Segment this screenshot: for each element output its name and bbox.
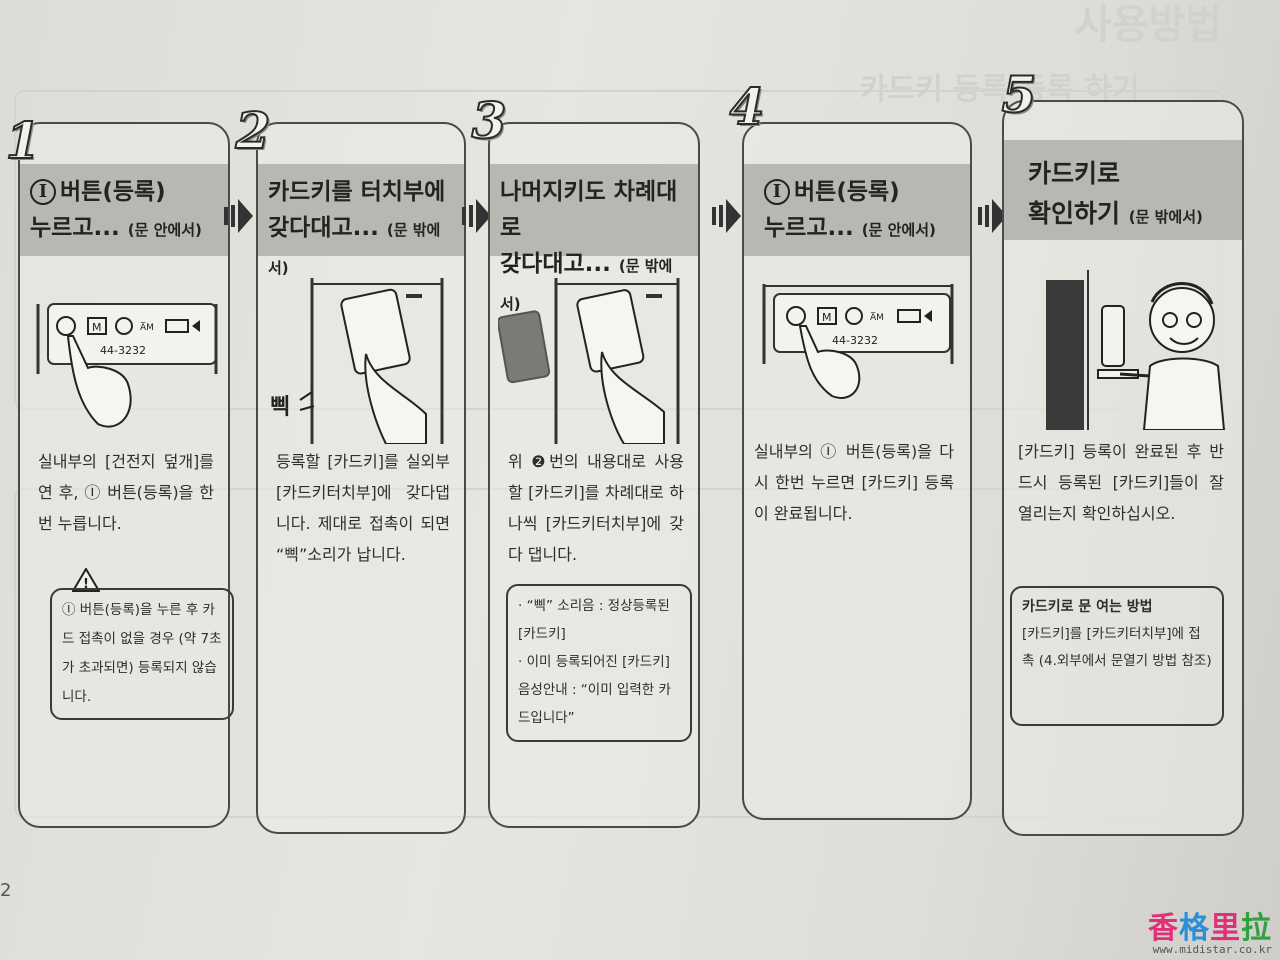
step-header-band bbox=[20, 164, 228, 256]
open-method-title: 카드키로 문 여는 방법 bbox=[1022, 599, 1153, 615]
step-title: 나머지키도 차례대로 갖다대고... (문 밖에서) bbox=[500, 179, 678, 313]
watermark-url: www.midistar.co.kr bbox=[1152, 943, 1272, 956]
svg-text:!: ! bbox=[83, 577, 89, 592]
card-touch-illustration: 삑 bbox=[270, 278, 444, 444]
step-header-band bbox=[1004, 140, 1242, 240]
step-arrow-icon bbox=[978, 199, 1007, 233]
page-edge-mark: 2 bbox=[0, 880, 12, 901]
step-arrow-icon bbox=[462, 199, 491, 233]
register-button-icon: I bbox=[30, 179, 56, 205]
step-description: 등록할 [카드키]를 실외부 [카드키터치부]에 갖다댑니다. 제대로 접촉이 … bbox=[276, 452, 450, 564]
step-number-3: 3 bbox=[471, 91, 508, 151]
watermark-logo: 香格里拉 bbox=[1148, 911, 1272, 946]
step-title: 카드키를 터치부에 갖다대고... (문 밖에서) bbox=[268, 179, 446, 277]
step-card-3: 나머지키도 차례대로 갖다대고... (문 밖에서) 위 ❷번의 내용대로 사용… bbox=[488, 122, 700, 828]
step-description: 위 ❷번의 내용대로 사용할 [카드키]를 차례대로 하나씩 [카드키터치부]에… bbox=[508, 452, 684, 564]
step-card-5: 카드키로 확인하기 (문 밖에서) [카드키] 등록이 완료된 후 반드시 등록… bbox=[1002, 100, 1244, 836]
note-line: · 이미 등록되어진 [카드키] 음성안내 : “이미 입력한 카드입니다” bbox=[518, 654, 671, 726]
svg-text:A̅M: A̅M bbox=[140, 321, 154, 333]
warning-icon: ! bbox=[72, 568, 100, 592]
step-description: 실내부의 [건전지 덮개]를 연 후, Ⓘ 버튼(등록)을 한번 누릅니다. bbox=[38, 452, 214, 533]
keypad-press-illustration: M A̅M 44-3232 bbox=[36, 303, 218, 428]
svg-text:A̅M: A̅M bbox=[870, 311, 884, 323]
step-description: 실내부의 Ⓘ 버튼(등록)을 다시 한번 누르면 [카드키] 등록이 완료됩니다… bbox=[754, 442, 954, 523]
watermark: 香格里拉 www.midistar.co.kr bbox=[1148, 903, 1272, 956]
door-check-illustration bbox=[1046, 270, 1226, 430]
keypad-press-illustration: M A̅M 44-3232 bbox=[762, 284, 954, 399]
step-header-band bbox=[258, 164, 464, 256]
register-button-icon: I bbox=[764, 179, 790, 205]
next-card-touch-illustration bbox=[498, 278, 680, 444]
step-card-2: 카드키를 터치부에 갖다대고... (문 밖에서) 삑 등록할 [카드키]를 실… bbox=[256, 122, 466, 834]
step-arrow-icon bbox=[712, 199, 741, 233]
step-description: [카드키] 등록이 완료된 후 반드시 등록된 [카드키]들이 잘 열리는지 확… bbox=[1018, 442, 1224, 523]
warning-box: Ⓘ 버튼(등록)을 누른 후 카드 접촉이 없을 경우 (약 7초가 초과되면)… bbox=[50, 588, 234, 720]
step-title: 카드키로 확인하기 (문 밖에서) bbox=[1028, 159, 1203, 228]
step-number-4: 4 bbox=[729, 77, 766, 137]
step-header-band bbox=[490, 164, 698, 256]
svg-text:M: M bbox=[822, 311, 832, 324]
open-method-box: 카드키로 문 여는 방법 [카드키]를 [카드키터치부]에 접촉 (4.외부에서… bbox=[1010, 586, 1224, 726]
warning-text: Ⓘ 버튼(등록)을 누른 후 카드 접촉이 없을 경우 (약 7초가 초과되면)… bbox=[62, 602, 222, 705]
sound-note-box: · “삑” 소리음 : 정상등록된 [카드키] · 이미 등록되어진 [카드키]… bbox=[506, 584, 692, 742]
svg-text:44-3232: 44-3232 bbox=[832, 334, 878, 347]
note-line: · “삑” 소리음 : 정상등록된 [카드키] bbox=[518, 598, 670, 642]
step-number-1: 1 bbox=[5, 111, 42, 171]
step-number-2: 2 bbox=[235, 101, 272, 161]
step-arrow-icon bbox=[224, 199, 253, 233]
svg-text:M: M bbox=[92, 321, 102, 334]
step-number-5: 5 bbox=[1001, 65, 1038, 125]
bleed-through-heading: 사용방법 bbox=[1075, 2, 1223, 48]
svg-text:삑: 삑 bbox=[270, 395, 290, 420]
open-method-text: [카드키]를 [카드키터치부]에 접촉 (4.외부에서 문열기 방법 참조) bbox=[1022, 626, 1212, 669]
svg-text:44-3232: 44-3232 bbox=[100, 344, 146, 357]
